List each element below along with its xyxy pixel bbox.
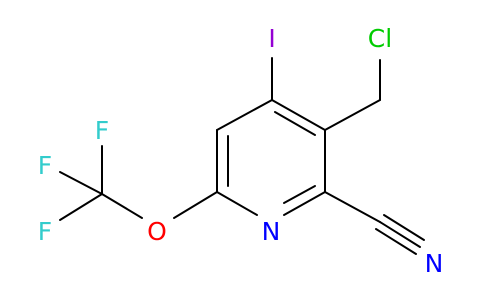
- bond-c6-o: [173, 191, 218, 219]
- atom-label-fluorine-bottom: F: [38, 217, 52, 246]
- atom-labels: Cl I N N O F F F: [38, 24, 444, 278]
- bond-o-cf3: [101, 193, 143, 219]
- bond-cf3-f-left: [59, 171, 103, 195]
- bond-n1-c6: [216, 191, 258, 216]
- bond-nitrile-2: [375, 228, 417, 255]
- atom-label-fluorine-left: F: [38, 151, 52, 180]
- bond-nitrile-1: [379, 221, 421, 248]
- bond-c2-n1-inner: [283, 185, 316, 204]
- bond-nitrile-3: [383, 214, 425, 241]
- bond-c4-c3-inner: [274, 111, 316, 136]
- atom-label-oxygen: O: [147, 217, 167, 246]
- bond-c2-n1: [283, 191, 326, 216]
- bonds: [59, 57, 425, 255]
- bond-c3-ch2: [324, 99, 381, 131]
- bond-c4-c3: [271, 99, 326, 131]
- bond-c5-c4: [216, 99, 273, 131]
- atom-label-nitrogen-ring: N: [262, 217, 281, 246]
- bond-cf3-f-bottom: [59, 193, 103, 221]
- atom-label-fluorine-top: F: [95, 116, 109, 145]
- atom-label-iodine: I: [268, 24, 275, 53]
- atom-label-nitrogen-nitrile: N: [425, 249, 444, 278]
- bond-c2-cn: [324, 191, 381, 223]
- atom-label-chlorine: Cl: [368, 24, 392, 53]
